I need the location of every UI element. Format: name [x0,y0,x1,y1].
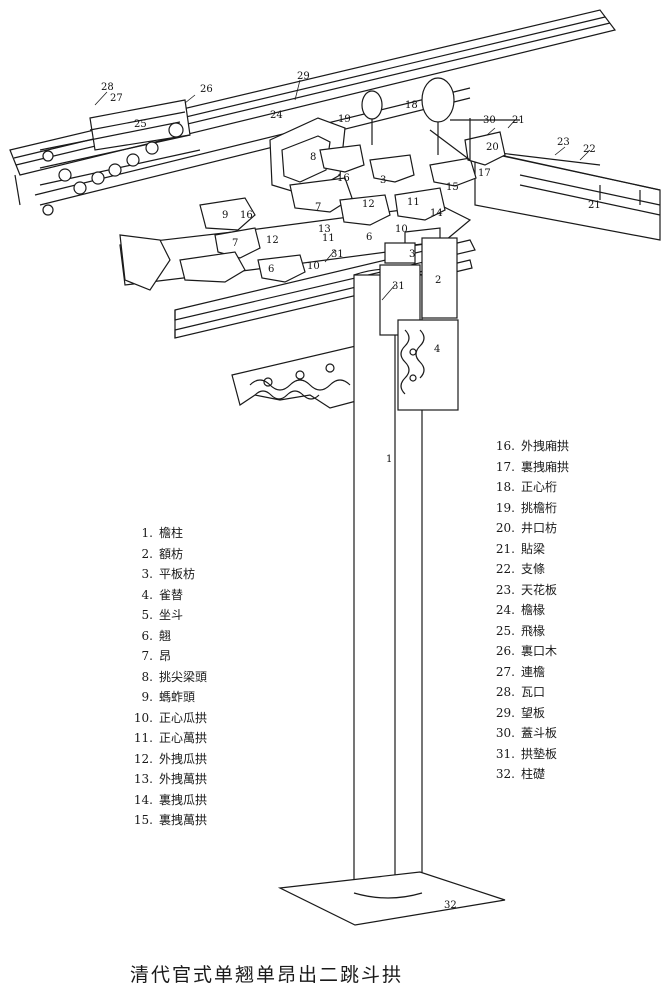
legend-item: 19.挑檐桁 [495,500,558,515]
legend-item: 27.連檐 [495,664,546,679]
legend-item: 29.望板 [495,705,546,720]
legend-item: 24.檐椽 [495,603,546,617]
legend-item: 13.外拽萬拱 [133,772,208,786]
legend-item: 26.裏口木 [495,644,558,658]
callout-8: 8 [310,152,316,163]
callout-31b: 31 [392,281,405,292]
callout-9: 9 [222,210,228,221]
callout-1: 1 [386,454,392,465]
callout-3: 3 [409,249,415,260]
callout-4: 4 [434,344,440,355]
legend-item: 15.裏拽萬拱 [133,813,208,827]
callout-18: 18 [405,100,418,111]
callout-12b: 12 [362,199,375,210]
legend-item: 25.飛椽 [495,623,546,638]
callout-7: 7 [232,238,238,249]
flying-rafters [39,99,201,216]
legend-item: 12.外拽瓜拱 [133,751,208,766]
legend-item: 10.正心瓜拱 [133,710,208,725]
callout-23: 23 [557,137,570,148]
plinth [277,871,506,926]
legend-item: 1.檐柱 [141,526,184,540]
callout-26: 26 [200,84,213,95]
callout-6: 6 [268,264,274,275]
legend-item: 5.坐斗 [141,608,184,622]
legend-item: 14.裏拽瓜拱 [133,792,208,807]
legend-item: 2.額枋 [141,546,184,561]
ceiling [474,149,661,241]
legend-item: 21.貼梁 [495,541,546,556]
callout-24: 24 [270,110,283,121]
callout-labels: 1 2 3 3 4 6 6 7 7 8 9 10 10 11 11 12 12 … [101,71,601,911]
legend-item: 22.支條 [495,562,546,576]
legend-item: 9.螞蚱頭 [141,690,196,704]
legend-item: 23.天花板 [495,582,558,597]
callout-10: 10 [395,224,408,235]
legend-item: 11.正心萬拱 [133,731,208,745]
legend-item: 4.雀替 [141,587,184,602]
figure-caption: 清代官式单翘单昂出二跳斗拱 [130,964,404,986]
legend-item: 31.拱墊板 [495,746,558,761]
callout-15: 15 [446,182,459,193]
callout-21: 21 [512,115,525,126]
callout-12: 12 [266,235,279,246]
callout-19: 19 [338,114,351,125]
bracket-set [119,117,520,291]
callout-30: 30 [483,115,496,126]
callout-32: 32 [444,900,457,911]
legend-item: 20.井口枋 [495,521,558,535]
legend-item: 32.柱礎 [495,767,546,781]
lintel-ends [379,237,459,411]
callout-16b: 16 [337,173,350,184]
callout-29: 29 [297,71,310,82]
callout-22: 22 [583,144,596,155]
callout-7b: 7 [315,202,321,213]
legend-item: 8.挑尖梁頭 [141,669,208,684]
callout-21b: 21 [588,200,601,211]
callout-6b: 6 [366,232,372,243]
legend-item: 7.昂 [141,649,172,663]
legend-item: 6.翹 [141,628,172,643]
que-ti-carving [231,344,361,409]
legend-item: 18.正心桁 [495,480,558,494]
callout-10b: 10 [307,261,320,272]
legend-item: 3.平板枋 [141,567,196,581]
leader-lines [94,79,591,301]
legend-right: 16.外拽廂拱 17.裏拽廂拱 18.正心桁 19.挑檐桁 20.井口枋 21.… [491,436,569,785]
callout-13: 13 [318,224,331,235]
legend-item: 28.瓦口 [495,685,546,699]
callout-20: 20 [486,142,499,153]
callout-17: 17 [478,168,491,179]
legend-item: 17.裏拽廂拱 [495,459,570,474]
legend-item: 16.外拽廂拱 [495,439,570,453]
callout-27: 27 [110,93,123,104]
callout-3b: 3 [380,175,386,186]
callout-11b: 11 [407,197,420,208]
legend-left: 1.檐柱 2.額枋 3.平板枋 4.雀替 5.坐斗 6.翹 7.昂 8.挑尖梁頭… [129,523,207,831]
legend-item: 30.蓋斗板 [495,726,558,740]
callout-16: 16 [240,210,253,221]
purlins [361,77,455,155]
callout-2: 2 [435,275,441,286]
callout-25: 25 [134,119,147,130]
callout-28: 28 [101,82,114,93]
callout-14: 14 [430,208,443,219]
callout-31: 31 [331,249,344,260]
callout-11: 11 [322,233,335,244]
